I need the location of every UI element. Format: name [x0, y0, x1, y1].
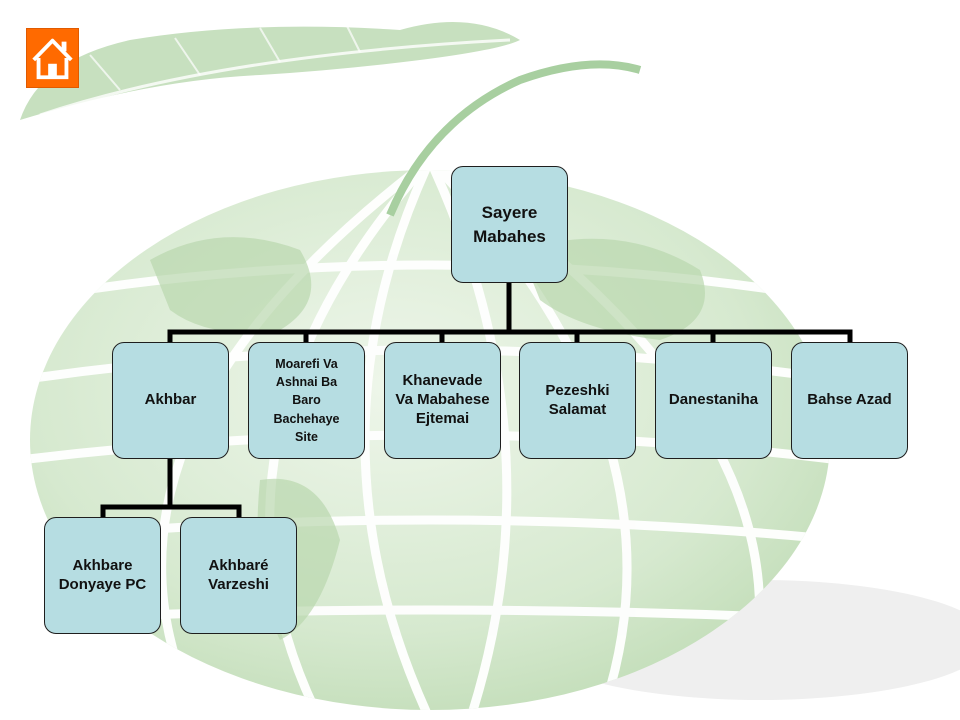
node-moarefi[interactable]: Moarefi Va Ashnai Ba Baro Bachehaye Site: [248, 342, 365, 459]
node-danestaniha[interactable]: Danestaniha: [655, 342, 772, 459]
node-akhbare-donyaye-pc[interactable]: Akhbare Donyaye PC: [44, 517, 161, 634]
node-akhbar[interactable]: Akhbar: [112, 342, 229, 459]
home-button[interactable]: [26, 28, 79, 88]
leaf: [20, 22, 520, 120]
node-pezeshki[interactable]: Pezeshki Salamat: [519, 342, 636, 459]
node-bahse-azad[interactable]: Bahse Azad: [791, 342, 908, 459]
node-akhbare-varzeshi[interactable]: Akhbaré Varzeshi: [180, 517, 297, 634]
home-icon: [32, 38, 73, 80]
node-khanevade[interactable]: Khanevade Va Mabahese Ejtemai: [384, 342, 501, 459]
leaf-stem: [386, 60, 642, 217]
node-sayere-mabahes[interactable]: Sayere Mabahes: [451, 166, 568, 283]
